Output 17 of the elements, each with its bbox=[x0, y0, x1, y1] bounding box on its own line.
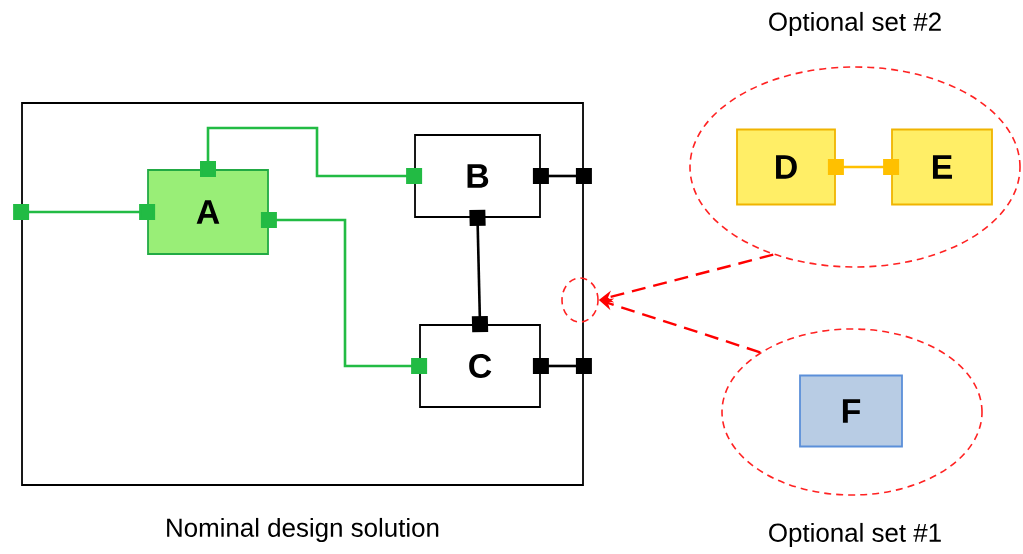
component-box: C bbox=[419, 324, 541, 408]
port-connector bbox=[532, 168, 592, 184]
component-box: F bbox=[799, 374, 903, 448]
port-connector bbox=[532, 358, 592, 374]
heading-text: Optional set #2 bbox=[769, 11, 941, 37]
port-connector bbox=[260, 212, 428, 374]
component-box: A bbox=[147, 169, 269, 255]
component-box: D bbox=[736, 128, 836, 206]
component-box: B bbox=[414, 134, 541, 218]
port-connector bbox=[827, 159, 900, 175]
port-connector bbox=[13, 204, 156, 220]
dashed-circle bbox=[561, 277, 599, 323]
heading-text: Nominal design solution bbox=[167, 517, 439, 543]
heading-text: Optional set #1 bbox=[769, 522, 941, 548]
component-box: E bbox=[891, 128, 993, 206]
port-connector bbox=[469, 209, 489, 333]
port-connector bbox=[200, 126, 423, 184]
